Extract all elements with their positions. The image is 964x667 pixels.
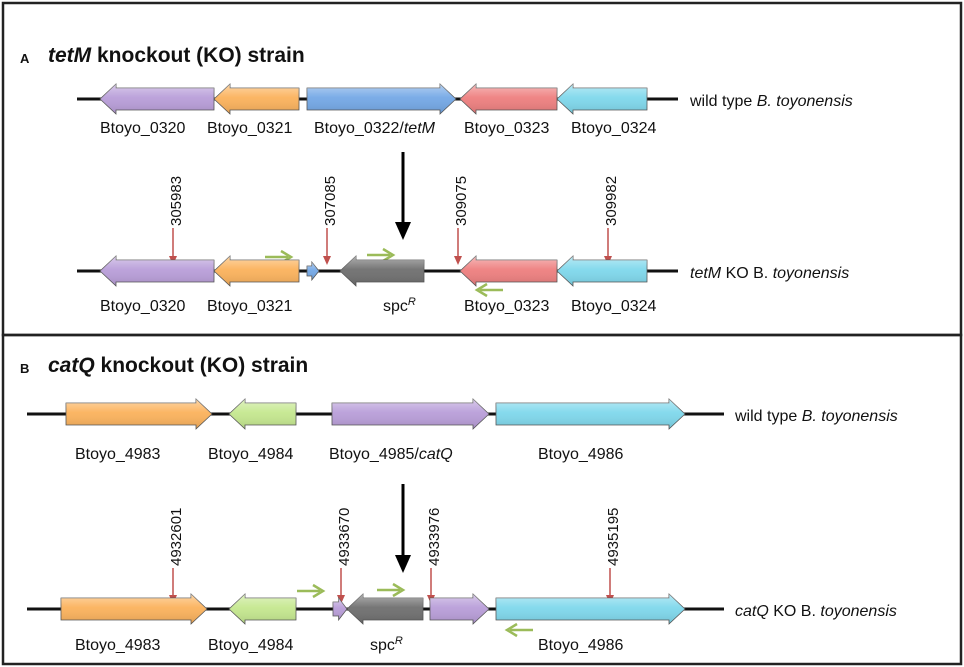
gene-label-btoyo-4986: Btoyo_4986	[538, 446, 624, 463]
panel-a-wt-strain-label: wild type B. toyonensis	[689, 93, 853, 110]
gene-label-btoyo-0324: Btoyo_0324	[571, 120, 657, 137]
strain-gene: catQ	[735, 603, 769, 620]
strain-prefix: wild type	[734, 408, 802, 425]
panel-b-border	[1, 333, 963, 666]
panel-b-primer-arrows	[297, 582, 533, 638]
coord-label: 4932601	[168, 508, 185, 566]
gene-label-btoyo-0323: Btoyo_0323	[464, 298, 550, 315]
gene-arrow-shading	[332, 399, 489, 429]
coord-label: 4933976	[426, 508, 443, 566]
gene-arrow-shading	[496, 594, 685, 624]
panel-b-ko-strain-label: catQ KO B. toyonensis	[735, 603, 897, 620]
panel-a-title: tetM knockout (KO) strain	[48, 44, 305, 67]
gene-arrow-shading	[100, 84, 214, 114]
gene-arrow-shading	[66, 399, 212, 429]
panel-b-title: catQ knockout (KO) strain	[48, 354, 308, 377]
gene-arrow-shading	[333, 598, 347, 620]
gene-label-btoyo-4984: Btoyo_4984	[208, 637, 294, 654]
panel-a-coord-markers	[169, 228, 612, 265]
gene-arrow-shading	[229, 594, 296, 624]
gene-label-btoyo-0320: Btoyo_0320	[100, 120, 186, 137]
gene-label-btoyo-4983: Btoyo_4983	[75, 446, 161, 463]
primer-arrow-reverse	[504, 622, 533, 638]
panel-a-knockout-arrow	[395, 152, 411, 240]
gene-label-spcr: spcR	[370, 635, 403, 654]
gene-arrow-shading	[229, 399, 296, 429]
panel-b-title-rest: knockout (KO) strain	[95, 354, 309, 377]
gene-label-superscript: R	[395, 635, 403, 647]
marker-arrow	[323, 228, 331, 265]
gene-label-btoyo-0324: Btoyo_0324	[571, 298, 657, 315]
panel-a-wt-genes	[99, 83, 648, 115]
panel-a-ko-strain-label: tetM KO B. toyonensis	[690, 265, 849, 282]
marker-arrow	[454, 228, 462, 265]
gene-label-superscript: R	[408, 296, 416, 308]
panel-a-ko-genes	[99, 255, 648, 287]
gene-arrow-shading	[214, 256, 299, 286]
gene-arrow-shading	[557, 256, 647, 286]
coord-label: 307085	[322, 176, 339, 226]
primer-arrow-reverse	[474, 282, 503, 298]
gene-label-italic: tetM	[404, 120, 436, 137]
gene-arrow-shading	[307, 84, 456, 114]
gene-arrow-shading	[430, 594, 489, 624]
gene-label-text: spc	[370, 637, 395, 654]
gene-label-btoyo-0323: Btoyo_0323	[464, 120, 550, 137]
coord-label: 4935195	[605, 508, 622, 566]
strain-prefix: wild type	[689, 93, 757, 110]
gene-arrow-shading	[460, 256, 557, 286]
strain-species: toyonensis	[773, 265, 850, 282]
panel-a-title-rest: knockout (KO) strain	[91, 44, 305, 67]
panel-b-knockout-arrow	[395, 484, 411, 573]
coord-label: 305983	[168, 176, 185, 226]
gene-arrow-shading	[557, 84, 647, 114]
marker-arrow	[337, 568, 345, 604]
strain-mid: KO B.	[721, 265, 773, 282]
panel-b-wt-strain-label: wild type B. toyonensis	[734, 408, 898, 425]
gene-label-italic: catQ	[419, 446, 453, 463]
strain-species: B. toyonensis	[802, 408, 898, 425]
gene-arrow-shading	[460, 84, 557, 114]
gene-arrow-shading	[61, 594, 207, 624]
gene-arrow-shading	[340, 256, 424, 286]
gene-label-btoyo-4985-catq: Btoyo_4985/catQ	[329, 446, 453, 463]
marker-arrow	[604, 228, 612, 265]
gene-label-btoyo-0321: Btoyo_0321	[207, 120, 293, 137]
gene-label-btoyo-4983: Btoyo_4983	[75, 637, 161, 654]
gene-label-btoyo-4986: Btoyo_4986	[538, 637, 624, 654]
marker-arrow	[169, 228, 177, 265]
gene-arrow-shading	[214, 84, 299, 114]
gene-label-text: Btoyo_4985/	[329, 446, 419, 463]
gene-arrow-shading	[496, 399, 685, 429]
strain-gene: tetM	[690, 265, 722, 282]
panel-a-title-gene: tetM	[48, 44, 92, 67]
panel-b-title-gene: catQ	[48, 354, 95, 377]
panel-b-ko-genes	[60, 593, 686, 625]
strain-mid: KO B.	[769, 603, 821, 620]
strain-species: B. toyonensis	[757, 93, 853, 110]
panel-a-letter: A	[20, 51, 30, 66]
panel-a-primer-arrows	[265, 247, 503, 298]
gene-label-btoyo-0322-tetm: Btoyo_0322/tetM	[314, 120, 436, 137]
coord-label: 309075	[453, 176, 470, 226]
gene-arrow-shading	[347, 594, 423, 624]
panel-b-letter: B	[20, 361, 29, 376]
panel-b-wt-genes	[65, 398, 686, 430]
gene-label-text: spc	[383, 298, 408, 315]
coord-label: 4933670	[336, 508, 353, 566]
gene-label-btoyo-0320: Btoyo_0320	[100, 298, 186, 315]
gene-arrow-shading	[100, 256, 214, 286]
strain-species: toyonensis	[820, 603, 897, 620]
primer-arrow-forward	[367, 247, 396, 263]
gene-label-spcr: spcR	[383, 296, 416, 315]
coord-label: 309982	[603, 176, 620, 226]
gene-arrow-shading	[307, 262, 319, 280]
gene-label-text: Btoyo_0322/	[314, 120, 404, 137]
gene-label-btoyo-4984: Btoyo_4984	[208, 446, 294, 463]
gene-label-btoyo-0321: Btoyo_0321	[207, 298, 293, 315]
primer-arrow-forward	[297, 583, 326, 599]
primer-arrow-forward	[377, 582, 406, 598]
